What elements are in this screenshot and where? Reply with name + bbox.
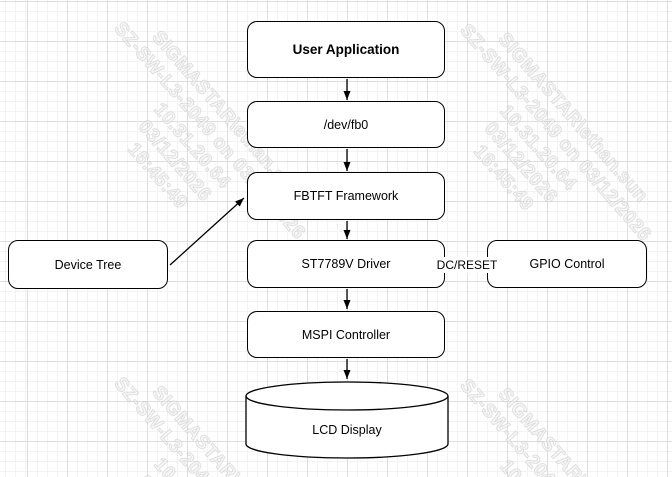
node-label: User Application [292, 42, 400, 57]
node-user-application[interactable]: User Application [247, 21, 445, 78]
node-label: FBTFT Framework [293, 189, 399, 203]
node-label: ST7789V Driver [301, 257, 391, 271]
node-gpio-control[interactable]: GPIO Control [487, 240, 647, 288]
node-mspi-controller[interactable]: MSPI Controller [247, 311, 445, 358]
node-device-tree[interactable]: Device Tree [8, 240, 168, 289]
node-label: /dev/fb0 [323, 117, 369, 132]
node-lcd-display[interactable]: LCD Display [245, 381, 449, 460]
edge-devicetree-fbtft[interactable] [169, 197, 245, 266]
node-label: GPIO Control [529, 257, 605, 271]
node-dev-fb0[interactable]: /dev/fb0 [247, 101, 445, 148]
node-label: LCD Display [312, 423, 382, 437]
edge-label-dc-reset[interactable]: DC/RESET [436, 257, 498, 273]
cylinder-shape [245, 381, 449, 459]
node-label: MSPI Controller [301, 327, 391, 342]
node-label: Device Tree [54, 257, 122, 272]
node-st7789v-driver[interactable]: ST7789V Driver [247, 240, 445, 288]
node-fbtft-framework[interactable]: FBTFT Framework [247, 172, 445, 220]
